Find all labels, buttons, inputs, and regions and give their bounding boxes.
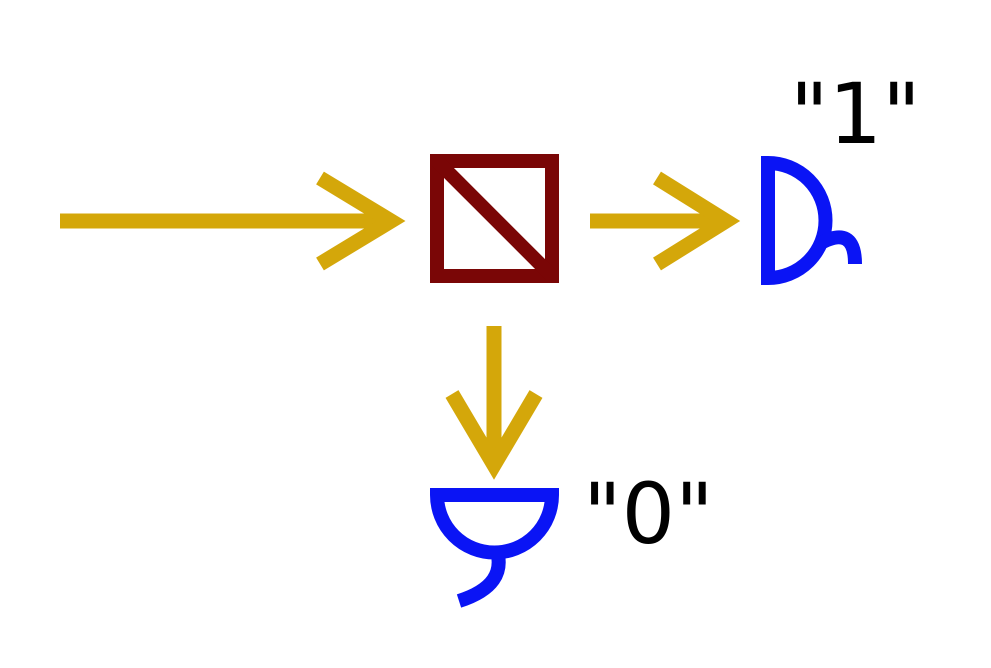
reflected-beam-arrowhead	[445, 390, 543, 480]
detector-bottom-body	[429, 488, 560, 560]
beam-splitter-box	[430, 154, 559, 283]
input-beam-arrow	[60, 171, 406, 271]
detector-icon	[429, 488, 560, 608]
detector-right-tail	[815, 230, 862, 265]
beam-splitter-icon	[430, 154, 559, 283]
detector-bottom-tail	[456, 545, 506, 608]
transmitted-beam-arrowhead	[653, 171, 741, 271]
reflected-beam-arrow	[445, 326, 543, 480]
detector-right-body	[761, 155, 833, 286]
beam-splitter-diagonal	[432, 156, 557, 281]
input-beam-arrowhead	[316, 171, 406, 271]
transmitted-beam-arrow	[590, 171, 741, 271]
detector-bottom-label: "0"	[583, 465, 714, 563]
detector-right-label: "1"	[790, 65, 921, 163]
detector-icon	[761, 155, 862, 286]
